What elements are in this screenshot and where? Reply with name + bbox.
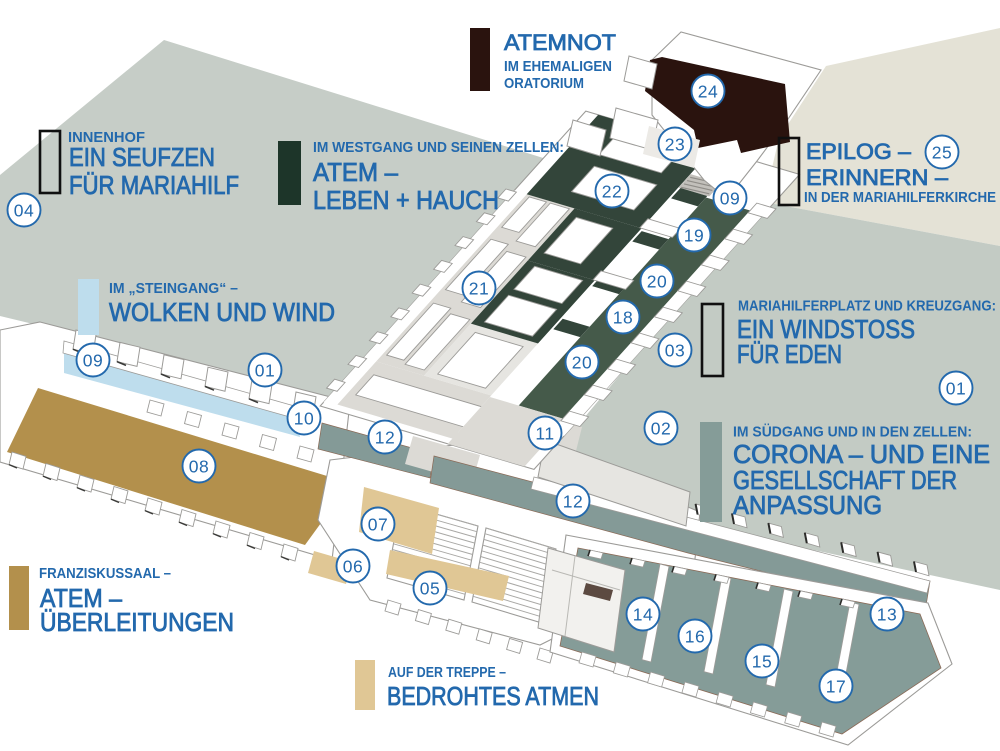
- svg-text:24: 24: [698, 81, 718, 101]
- svg-text:01: 01: [255, 360, 275, 380]
- svg-text:14: 14: [633, 604, 653, 624]
- svg-text:06: 06: [343, 556, 363, 576]
- svg-text:ÜBERLEITUNGEN: ÜBERLEITUNGEN: [40, 607, 234, 637]
- svg-text:07: 07: [368, 514, 388, 534]
- svg-text:03: 03: [665, 340, 685, 360]
- svg-text:IM „STEINGANG“ –: IM „STEINGANG“ –: [109, 280, 238, 297]
- svg-text:02: 02: [651, 418, 671, 438]
- svg-text:ERINNERN –: ERINNERN –: [806, 165, 948, 190]
- svg-text:EPILOG –: EPILOG –: [806, 139, 911, 164]
- svg-text:ATEMNOT: ATEMNOT: [504, 30, 616, 55]
- svg-text:08: 08: [189, 456, 209, 476]
- svg-text:20: 20: [572, 352, 592, 372]
- svg-text:11: 11: [535, 423, 554, 443]
- svg-text:12: 12: [563, 491, 583, 511]
- svg-text:FRANZISKUSSAAL –: FRANZISKUSSAAL –: [39, 565, 171, 582]
- svg-text:22: 22: [602, 181, 622, 201]
- svg-text:01: 01: [946, 378, 966, 398]
- svg-text:13: 13: [877, 604, 897, 624]
- svg-text:EIN SEUFZEN: EIN SEUFZEN: [69, 142, 215, 172]
- svg-text:23: 23: [665, 134, 685, 154]
- svg-text:GESELLSCHAFT DER: GESELLSCHAFT DER: [733, 465, 957, 495]
- svg-text:FÜR EDEN: FÜR EDEN: [737, 339, 842, 369]
- svg-text:16: 16: [685, 626, 705, 646]
- svg-text:17: 17: [826, 676, 846, 696]
- svg-text:IM SÜDGANG UND IN DEN ZELLEN:: IM SÜDGANG UND IN DEN ZELLEN:: [733, 424, 972, 441]
- svg-text:IM WESTGANG UND SEINEN ZELLEN:: IM WESTGANG UND SEINEN ZELLEN:: [313, 139, 564, 156]
- svg-text:BEDROHTES ATMEN: BEDROHTES ATMEN: [387, 681, 599, 711]
- svg-text:12: 12: [375, 427, 395, 447]
- svg-text:ATEM –: ATEM –: [313, 157, 398, 187]
- svg-text:LEBEN + HAUCH: LEBEN + HAUCH: [313, 185, 499, 215]
- svg-text:21: 21: [469, 278, 489, 298]
- svg-text:09: 09: [720, 188, 740, 208]
- svg-text:EIN WINDSTOSS: EIN WINDSTOSS: [737, 314, 915, 344]
- svg-text:09: 09: [83, 350, 103, 370]
- svg-text:MARIAHILFERPLATZ UND KREUZGANG: MARIAHILFERPLATZ UND KREUZGANG:: [738, 298, 996, 315]
- svg-text:ANPASSUNG: ANPASSUNG: [733, 490, 882, 520]
- svg-text:IM EHEMALIGEN: IM EHEMALIGEN: [504, 58, 612, 75]
- svg-text:04: 04: [14, 200, 34, 220]
- svg-text:ATEM –: ATEM –: [40, 583, 122, 613]
- svg-text:20: 20: [647, 271, 667, 291]
- svg-text:25: 25: [932, 142, 952, 162]
- svg-text:18: 18: [613, 307, 633, 327]
- svg-text:10: 10: [294, 408, 314, 428]
- svg-text:AUF DER TREPPE –: AUF DER TREPPE –: [388, 664, 506, 681]
- svg-text:INNENHOF: INNENHOF: [68, 129, 145, 146]
- svg-text:15: 15: [752, 651, 772, 671]
- svg-text:WOLKEN UND WIND: WOLKEN UND WIND: [109, 297, 335, 327]
- svg-text:19: 19: [684, 225, 704, 245]
- svg-text:FÜR MARIAHILF: FÜR MARIAHILF: [69, 170, 239, 200]
- svg-text:05: 05: [420, 578, 440, 598]
- svg-text:ORATORIUM: ORATORIUM: [504, 75, 584, 92]
- svg-text:CORONA – UND EINE: CORONA – UND EINE: [733, 439, 990, 469]
- svg-text:IN DER MARIAHILFERKIRCHE: IN DER MARIAHILFERKIRCHE: [804, 189, 996, 206]
